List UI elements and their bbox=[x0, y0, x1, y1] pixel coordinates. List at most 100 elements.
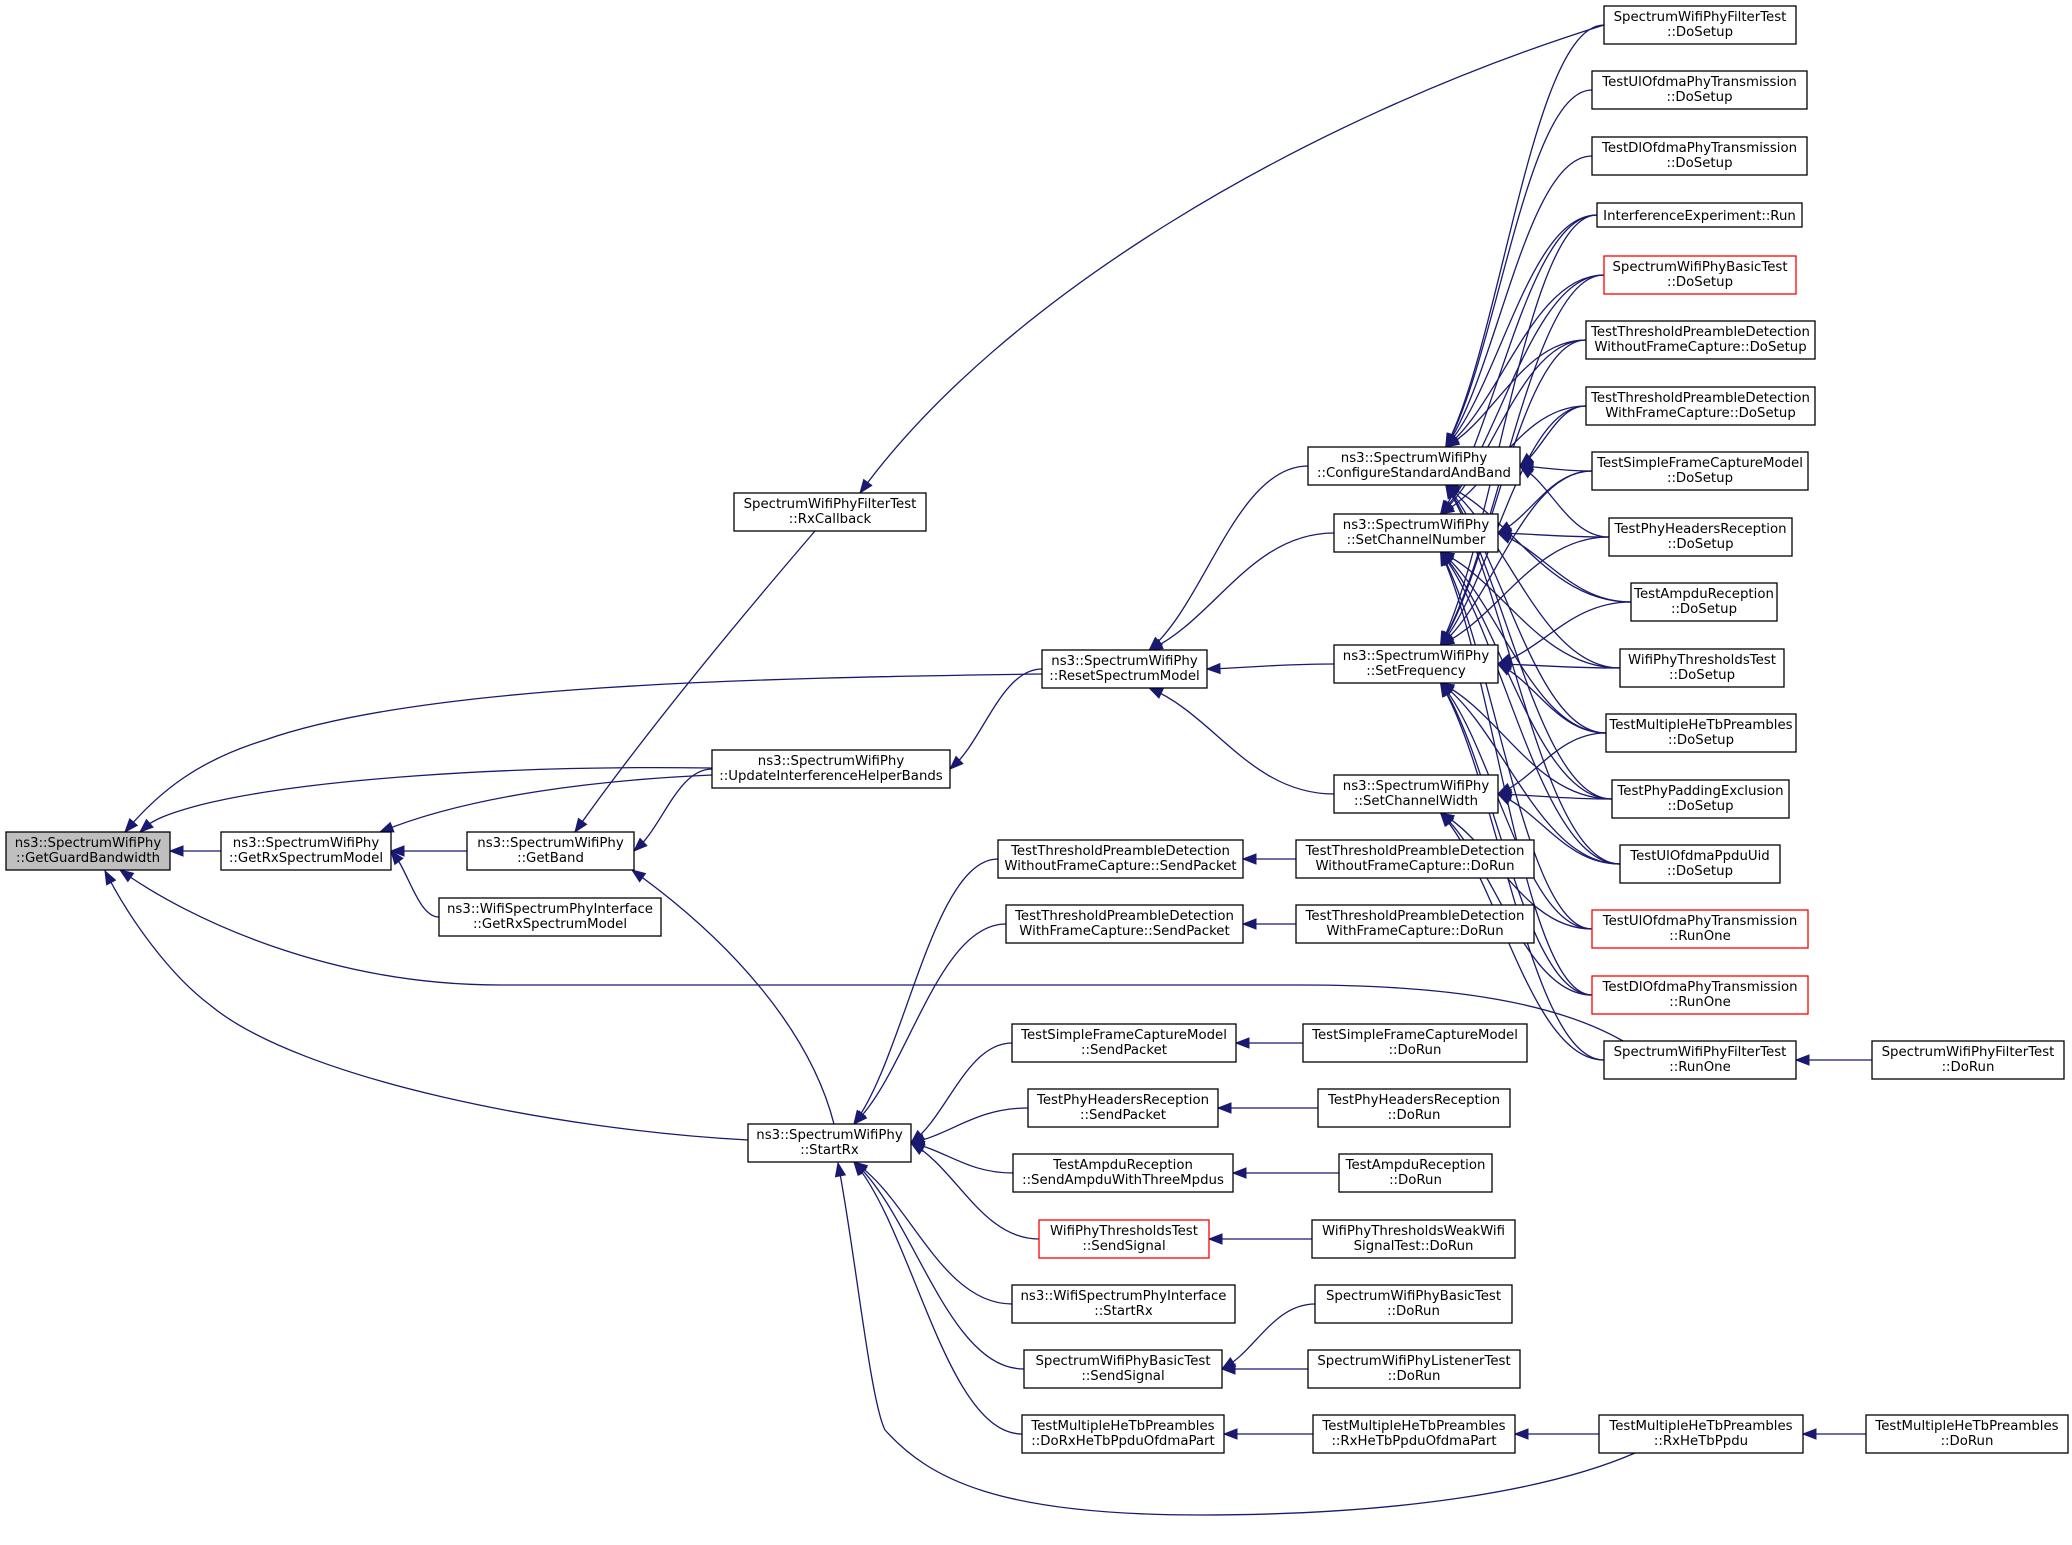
node-label-line: ::DoRun bbox=[1387, 1304, 1440, 1319]
node-tpd_w_sp[interactable]: TestThresholdPreambleDetectionWithFrameC… bbox=[1005, 904, 1244, 944]
edge-swpft_ro-to-ggb bbox=[118, 869, 1624, 1042]
node-gb[interactable]: ns3::SpectrumWifiPhy::GetBand bbox=[466, 831, 635, 871]
edge-line bbox=[1221, 1303, 1316, 1370]
node-box bbox=[1591, 909, 1809, 949]
edge-line bbox=[1148, 532, 1335, 651]
node-box bbox=[438, 897, 662, 937]
node-swpft_dr[interactable]: SpectrumWifiPhyFilterTest::DoRun bbox=[1871, 1040, 2065, 1080]
arrowhead-icon bbox=[1439, 633, 1456, 646]
node-swpft_ds[interactable]: SpectrumWifiPhyFilterTest::DoSetup bbox=[1603, 5, 1797, 45]
node-grsm[interactable]: ns3::SpectrumWifiPhy::GetRxSpectrumModel bbox=[220, 831, 392, 871]
node-csb[interactable]: ns3::SpectrumWifiPhy::ConfigureStandardA… bbox=[1307, 446, 1521, 486]
node-label-line: TestSimpleFrameCaptureModel bbox=[1020, 1028, 1227, 1043]
node-rsm[interactable]: ns3::SpectrumWifiPhy::ResetSpectrumModel bbox=[1041, 649, 1208, 689]
node-label-line: SpectrumWifiPhyListenerTest bbox=[1317, 1354, 1510, 1369]
node-swpbt_dr[interactable]: SpectrumWifiPhyBasicTest::DoRun bbox=[1314, 1284, 1513, 1324]
arrowhead-icon bbox=[1444, 434, 1461, 448]
edge-tphr_dr-to-tphr_sp bbox=[1216, 1102, 1318, 1114]
node-tuopu_ds[interactable]: TestUlOfdmaPpduUid::DoSetup bbox=[1619, 844, 1781, 884]
node-tar_dr[interactable]: TestAmpduReception::DoRun bbox=[1338, 1153, 1493, 1193]
node-tmhtp_do[interactable]: TestMultipleHeTbPreambles::DoRxHeTbPpduO… bbox=[1021, 1414, 1225, 1454]
node-ie_run[interactable]: InterferenceExperiment::Run bbox=[1596, 202, 1803, 228]
node-tphr_dr[interactable]: TestPhyHeadersReception::DoRun bbox=[1317, 1088, 1511, 1128]
node-ggb[interactable]: ns3::SpectrumWifiPhy::GetGuardBandwidth bbox=[5, 831, 171, 871]
node-swplt_dr[interactable]: SpectrumWifiPhyListenerTest::DoRun bbox=[1307, 1349, 1521, 1389]
edge-wspi_srx-to-startrx bbox=[852, 1161, 1013, 1305]
node-label-line: ns3::SpectrumWifiPhy bbox=[756, 1128, 903, 1143]
edge-line bbox=[1497, 663, 1607, 734]
node-tphr_sp[interactable]: TestPhyHeadersReception::SendPacket bbox=[1027, 1088, 1219, 1128]
node-tmhtp_rhp[interactable]: TestMultipleHeTbPreambles::RxHeTbPpdu bbox=[1598, 1414, 1804, 1454]
node-label-line: ::DoSetup bbox=[1667, 537, 1733, 552]
arrowhead-icon bbox=[1241, 853, 1257, 865]
arrowhead-icon bbox=[1148, 638, 1164, 651]
arrowhead-icon bbox=[168, 845, 184, 857]
node-tpd_wo_sp[interactable]: TestThresholdPreambleDetectionWithoutFra… bbox=[997, 839, 1244, 879]
node-box bbox=[1865, 1414, 2069, 1454]
arrowhead-icon bbox=[138, 818, 154, 833]
node-uihb[interactable]: ns3::SpectrumWifiPhy::UpdateInterference… bbox=[711, 749, 951, 789]
node-tar_sp[interactable]: TestAmpduReception::SendAmpduWithThreeMp… bbox=[1012, 1153, 1234, 1193]
node-sf[interactable]: ns3::SpectrumWifiPhy::SetFrequency bbox=[1333, 644, 1499, 684]
node-box bbox=[220, 831, 392, 871]
node-wptt_ss[interactable]: WifiPhyThresholdsTest::SendSignal bbox=[1038, 1219, 1210, 1259]
node-tmhtp_rx[interactable]: TestMultipleHeTbPreambles::RxHeTbPpduOfd… bbox=[1312, 1414, 1516, 1454]
node-label-line: WithoutFrameCapture::DoRun bbox=[1315, 859, 1514, 874]
edge-line bbox=[1440, 551, 1613, 800]
edge-line bbox=[1445, 274, 1605, 448]
node-box bbox=[1021, 1414, 1225, 1454]
edge-line bbox=[1440, 551, 1593, 996]
node-swpbt_ss[interactable]: SpectrumWifiPhyBasicTest::SendSignal bbox=[1023, 1349, 1223, 1389]
edge-line bbox=[119, 869, 1624, 1042]
node-label-line: TestPhyHeadersReception bbox=[1327, 1093, 1500, 1108]
node-tmhtp_dr[interactable]: TestMultipleHeTbPreambles::DoRun bbox=[1865, 1414, 2069, 1454]
node-tsfcm_sp[interactable]: TestSimpleFrameCaptureModel::SendPacket bbox=[1011, 1023, 1237, 1063]
edge-tmhtp_ds-to-sf bbox=[1496, 663, 1607, 734]
node-rxcb[interactable]: SpectrumWifiPhyFilterTest::RxCallback bbox=[733, 492, 927, 532]
node-tar_ds[interactable]: TestAmpduReception::DoSetup bbox=[1630, 582, 1778, 622]
node-label-line: ::SendSignal bbox=[1082, 1239, 1165, 1254]
node-label-line: ns3::SpectrumWifiPhy bbox=[233, 836, 380, 851]
edge-line bbox=[910, 1142, 1014, 1174]
node-tpd_w_ds[interactable]: TestThresholdPreambleDetectionWithFrameC… bbox=[1585, 386, 1816, 426]
node-label-line: TestAmpduReception bbox=[1052, 1158, 1193, 1173]
node-tdopt_ds[interactable]: TestDlOfdmaPhyTransmission::DoSetup bbox=[1591, 136, 1808, 176]
node-label-line: ns3::SpectrumWifiPhy bbox=[1343, 779, 1490, 794]
node-label-line: ::DoRxHeTbPpduOfdmaPart bbox=[1031, 1434, 1214, 1449]
node-label-line: ns3::WifiSpectrumPhyInterface bbox=[447, 902, 653, 917]
node-tuopt_ds[interactable]: TestUlOfdmaPhyTransmission::DoSetup bbox=[1591, 70, 1808, 110]
nodes-layer: ns3::SpectrumWifiPhy::GetGuardBandwidthn… bbox=[5, 5, 2069, 1454]
edge-wspi_grsm-to-grsm bbox=[390, 849, 440, 918]
node-wptt_ds[interactable]: WifiPhyThresholdsTest::DoSetup bbox=[1619, 648, 1785, 688]
node-tppe_ds[interactable]: TestPhyPaddingExclusion::DoSetup bbox=[1611, 779, 1790, 819]
edge-line bbox=[1440, 405, 1587, 646]
node-swpft_ro[interactable]: SpectrumWifiPhyFilterTest::RunOne bbox=[1603, 1040, 1797, 1080]
node-label-line: WithFrameCapture::SendPacket bbox=[1019, 924, 1229, 939]
node-scw[interactable]: ns3::SpectrumWifiPhy::SetChannelWidth bbox=[1333, 774, 1499, 814]
node-label-line: TestThresholdPreambleDetection bbox=[1010, 844, 1230, 859]
node-scn[interactable]: ns3::SpectrumWifiPhy::SetChannelNumber bbox=[1333, 513, 1499, 553]
arrowhead-icon bbox=[378, 821, 395, 833]
node-tsfcm_ds[interactable]: TestSimpleFrameCaptureModel::DoSetup bbox=[1591, 451, 1809, 491]
node-wspi_grsm[interactable]: ns3::WifiSpectrumPhyInterface::GetRxSpec… bbox=[438, 897, 662, 937]
node-tpd_wo_ds[interactable]: TestThresholdPreambleDetectionWithoutFra… bbox=[1585, 320, 1816, 360]
node-box bbox=[997, 839, 1244, 879]
edge-line bbox=[1440, 551, 1593, 930]
node-tphr_ds[interactable]: TestPhyHeadersReception::DoSetup bbox=[1608, 517, 1793, 557]
node-tsfcm_dr[interactable]: TestSimpleFrameCaptureModel::DoRun bbox=[1302, 1023, 1528, 1063]
node-tmhtp_ds[interactable]: TestMultipleHeTbPreambles::DoSetup bbox=[1605, 713, 1797, 753]
edge-line bbox=[1497, 793, 1621, 865]
node-swpbt_ds[interactable]: SpectrumWifiPhyBasicTest::DoSetup bbox=[1603, 255, 1797, 295]
node-startrx[interactable]: ns3::SpectrumWifiPhy::StartRx bbox=[747, 1123, 912, 1163]
node-tdopt_ro[interactable]: TestDlOfdmaPhyTransmission::RunOne bbox=[1591, 975, 1809, 1015]
edge-startrx-to-ggb bbox=[104, 869, 749, 1141]
node-wspi_srx[interactable]: ns3::WifiSpectrumPhyInterface::StartRx bbox=[1011, 1284, 1236, 1324]
arrowhead-icon bbox=[859, 478, 873, 495]
node-tpd_wo_dr[interactable]: TestThresholdPreambleDetectionWithoutFra… bbox=[1295, 839, 1535, 879]
node-label-line: InterferenceExperiment::Run bbox=[1603, 209, 1796, 224]
node-box bbox=[747, 1123, 912, 1163]
node-tuopt_ro[interactable]: TestUlOfdmaPhyTransmission::RunOne bbox=[1591, 909, 1809, 949]
node-wptw_dr[interactable]: WifiPhyThresholdsWeakWifiSignalTest::DoR… bbox=[1311, 1219, 1516, 1259]
node-tpd_w_dr[interactable]: TestThresholdPreambleDetectionWithFrameC… bbox=[1295, 904, 1535, 944]
node-label-line: ::DoSetup bbox=[1671, 602, 1737, 617]
